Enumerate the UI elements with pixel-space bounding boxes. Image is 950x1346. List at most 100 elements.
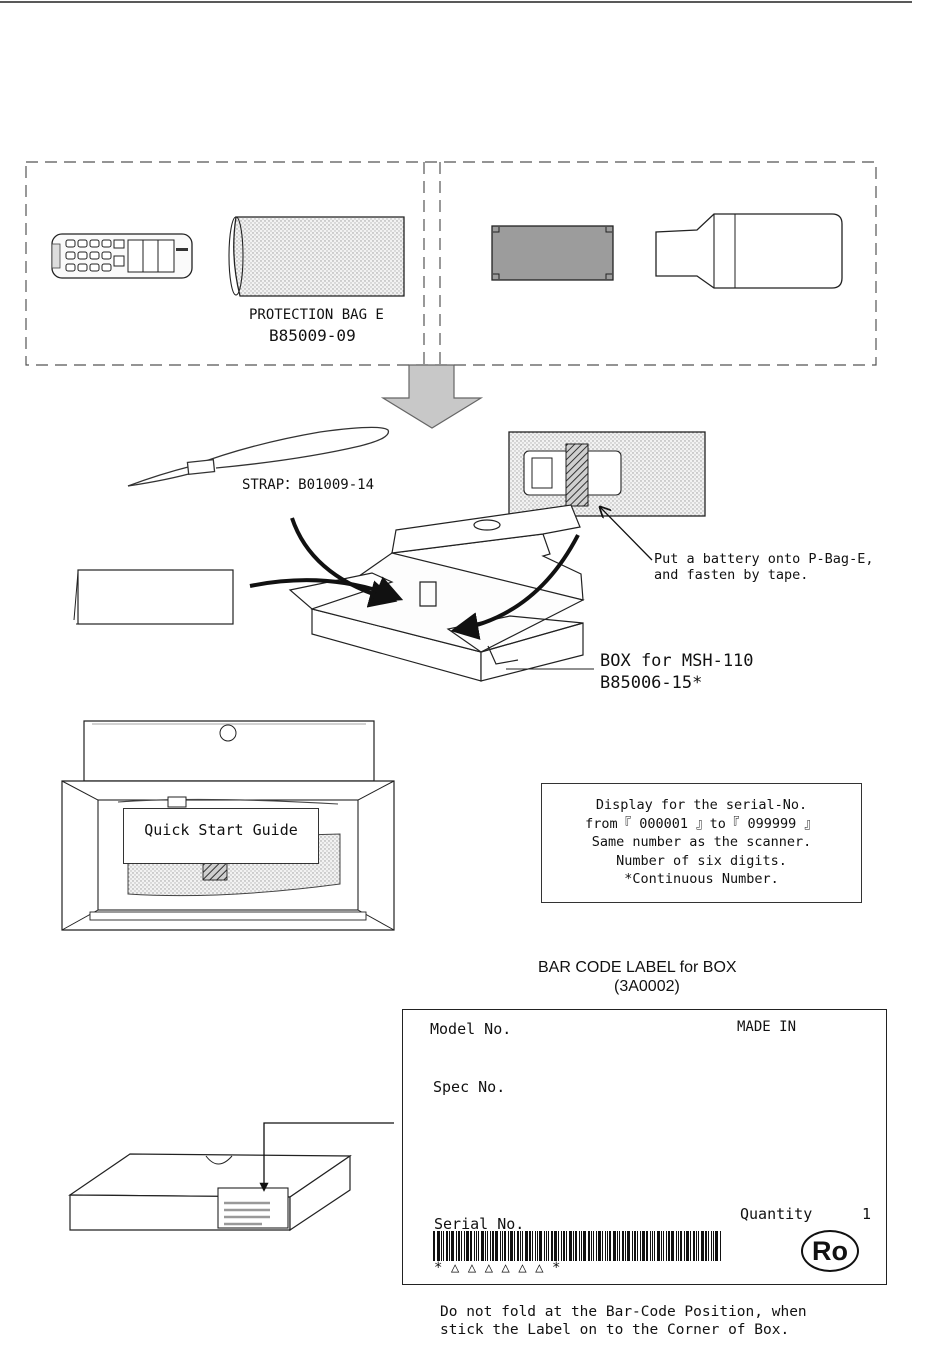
serial-line-3: Same number as the scanner. [591, 834, 812, 850]
dashed-enclosure [25, 161, 877, 366]
barcode-bar [487, 1231, 488, 1261]
barcode-bar [632, 1231, 633, 1261]
barcode-bar [668, 1231, 670, 1261]
barcode-bar [617, 1231, 618, 1261]
barcode-bar [698, 1231, 699, 1261]
barcode-bar [666, 1231, 667, 1261]
barcode-bar [619, 1231, 620, 1261]
barcode-bar [613, 1231, 616, 1261]
barcode-bar [470, 1231, 472, 1261]
barcode-bar [581, 1231, 582, 1261]
barcode-bar [495, 1231, 498, 1261]
barcode-label-box: Model No. MADE IN Spec No. Quantity 1 Se… [402, 1009, 887, 1285]
barcode-bar [602, 1231, 603, 1261]
barcode-bar [715, 1231, 718, 1261]
barcode-bar [593, 1231, 594, 1261]
insert-arrows [249, 517, 580, 640]
down-arrow-icon [380, 364, 484, 429]
barcode-bar [654, 1231, 655, 1261]
serial-line-5: *Continuous Number. [624, 871, 779, 887]
barcode-bar [539, 1231, 542, 1261]
barcode-bar [532, 1231, 533, 1261]
barcode-bar [502, 1231, 503, 1261]
barcode-bar [514, 1231, 515, 1261]
barcode-bar [640, 1231, 641, 1261]
barcode-bar [663, 1231, 664, 1261]
barcode-bar [646, 1231, 648, 1261]
barcode-bar [500, 1231, 501, 1261]
barcode-bar [481, 1231, 484, 1261]
model-no-field: Model No. [430, 1020, 512, 1038]
barcode-bar [696, 1231, 697, 1261]
barcode-bar [456, 1231, 457, 1261]
barcode-bar [609, 1231, 611, 1261]
barcode-bar [575, 1231, 577, 1261]
barcode-bar [508, 1231, 509, 1261]
serial-line-1: Display for the serial-No. [595, 797, 808, 813]
box-name-label: BOX for MSH-110 [600, 651, 754, 671]
barcode-bar [546, 1231, 547, 1261]
barcode-bar [686, 1231, 689, 1261]
barcode-bar [504, 1231, 506, 1261]
serial-display-box: Display for the serial-No. from『 000001 … [541, 783, 862, 903]
barcode-bar [684, 1231, 685, 1261]
barcode-bar [548, 1231, 549, 1261]
strap-icon [127, 426, 390, 487]
barcode-bar [690, 1231, 691, 1261]
barcode-bar [657, 1231, 660, 1261]
barcode-bar [588, 1231, 590, 1261]
barcode-bar [678, 1231, 679, 1261]
barcode-bar [637, 1231, 638, 1261]
closed-box-icon [68, 1153, 352, 1232]
barcode-caption: * △ △ △ △ △ △ * [434, 1260, 561, 1276]
serial-line-4: Number of six digits. [616, 852, 787, 869]
spec-no-field: Spec No. [433, 1078, 506, 1096]
barcode-bar [449, 1231, 450, 1261]
barcode-bar [485, 1231, 486, 1261]
barcode-bar [701, 1231, 704, 1261]
label-pointer-line [259, 1122, 394, 1192]
barcode-bar [510, 1231, 513, 1261]
barcode-bar [566, 1231, 567, 1261]
barcode-bar [705, 1231, 707, 1261]
barcode-bars [433, 1231, 721, 1261]
barcode-bar [478, 1231, 479, 1261]
barcode-bar [671, 1231, 674, 1261]
barcode-bar [554, 1231, 557, 1261]
battery-note-line-1: Put a battery onto P-Bag-E, [654, 551, 874, 567]
footer-note-line-2: stick the Label on to the Corner of Box. [440, 1322, 790, 1338]
barcode-bar [492, 1231, 494, 1261]
barcode-bar [607, 1231, 608, 1261]
barcode-bar [661, 1231, 662, 1261]
barcode-bar [579, 1231, 580, 1261]
barcode-bar [598, 1231, 601, 1261]
barcode-bar [466, 1231, 469, 1261]
barcode-bar [708, 1231, 709, 1261]
barcode-bar [569, 1231, 572, 1261]
barcode-bar [490, 1231, 491, 1261]
barcode-bar [625, 1231, 626, 1261]
serial-line-2: from『 000001 』to『 099999 』 [585, 815, 818, 832]
barcode-bar [535, 1231, 536, 1261]
barcode-bar [627, 1231, 630, 1261]
quick-start-guide-card: Quick Start Guide [123, 808, 319, 864]
barcode-bar [583, 1231, 586, 1261]
barcode-bar [605, 1231, 606, 1261]
barcode-bar [551, 1231, 553, 1261]
barcode-bar [441, 1231, 442, 1261]
barcode-bar [474, 1231, 475, 1261]
barcode-bar [451, 1231, 454, 1261]
barcode-bar [642, 1231, 645, 1261]
barcode-bar [713, 1231, 714, 1261]
barcode-bar [464, 1231, 465, 1261]
barcode-bar [437, 1231, 440, 1261]
barcode-bar [446, 1231, 448, 1261]
barcode-bar [517, 1231, 519, 1261]
barcode-bar [558, 1231, 559, 1261]
footer-note-line-1: Do not fold at the Bar-Code Position, wh… [440, 1304, 807, 1320]
strap-label: STRAP：B01009-14 [242, 477, 375, 493]
barcode-bar [591, 1231, 592, 1261]
barcode-bar [563, 1231, 565, 1261]
barcode-bar [676, 1231, 677, 1261]
barcode-bar [443, 1231, 444, 1261]
